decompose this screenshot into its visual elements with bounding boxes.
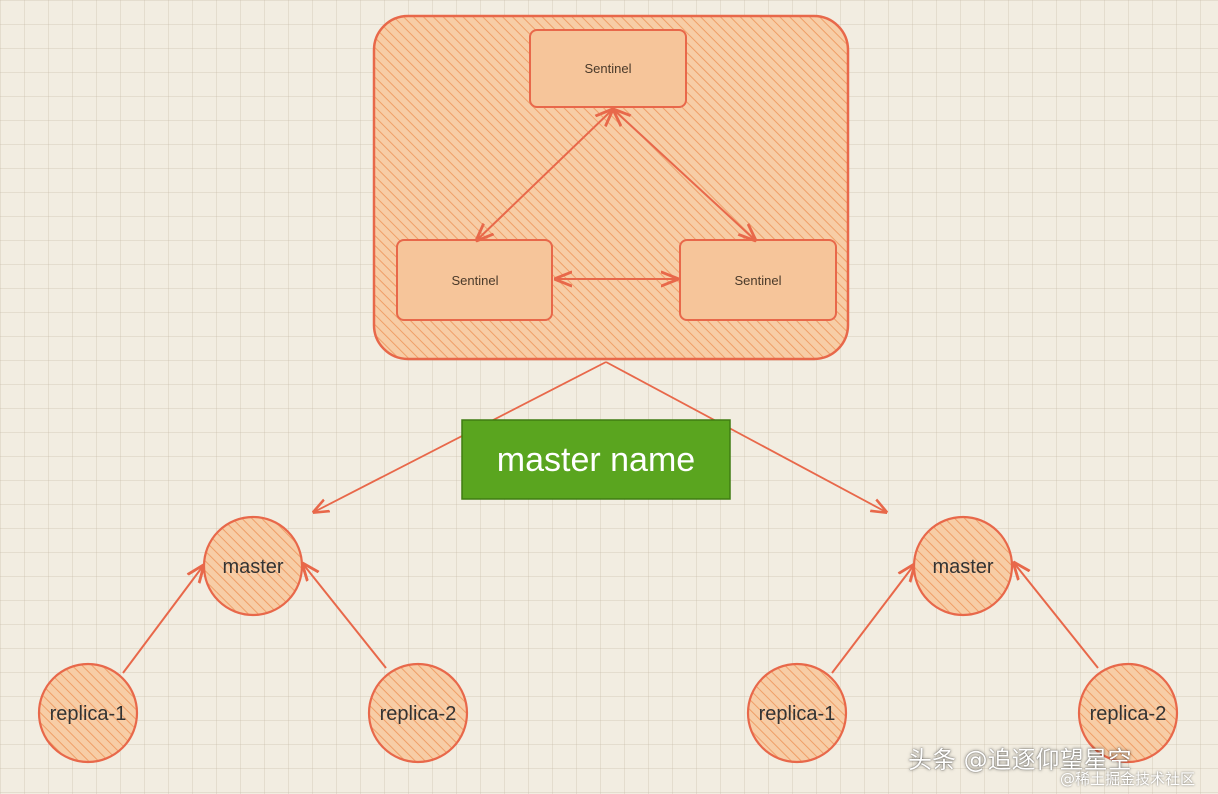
right-replica-2-node: replica-2 (1077, 662, 1179, 764)
arrow-left-replica1-to-master (122, 566, 203, 674)
arrow-right-replica2-to-master (1014, 563, 1099, 669)
sentinel-left-label: Sentinel (452, 273, 499, 288)
sentinel-node-right: Sentinel (679, 239, 837, 321)
arrow-sentinel-top-right (614, 110, 755, 240)
arrow-right-replica1-to-master (831, 565, 914, 674)
right-master-node: master (912, 515, 1014, 617)
left-replica-2-label: replica-2 (380, 703, 457, 725)
arrow-cluster-to-right-master (605, 361, 886, 512)
sentinel-right-label: Sentinel (735, 273, 782, 288)
right-master-label: master (932, 556, 993, 578)
left-replica-1-node: replica-1 (37, 662, 139, 764)
arrow-cluster-to-left-master (314, 361, 607, 512)
left-replica-2-node: replica-2 (367, 662, 469, 764)
master-name-label: master name (497, 441, 695, 479)
sentinel-node-top: Sentinel (529, 29, 687, 108)
watermark-juejin: @稀土掘金技术社区 (1060, 770, 1196, 788)
arrow-sentinel-top-left (477, 110, 612, 240)
right-replica-2-label: replica-2 (1090, 703, 1167, 725)
left-master-label: master (222, 556, 283, 578)
arrow-left-replica2-to-master (303, 564, 387, 669)
right-replica-1-node: replica-1 (746, 662, 848, 764)
watermark-toutiao: 头条 @追逐仰望星空 (908, 746, 1132, 774)
left-master-node: master (202, 515, 304, 617)
master-name-tag: master name (461, 419, 731, 500)
sentinel-node-left: Sentinel (396, 239, 553, 321)
right-replica-1-label: replica-1 (759, 703, 836, 725)
sentinel-top-label: Sentinel (585, 61, 632, 76)
left-replica-1-label: replica-1 (50, 703, 127, 725)
